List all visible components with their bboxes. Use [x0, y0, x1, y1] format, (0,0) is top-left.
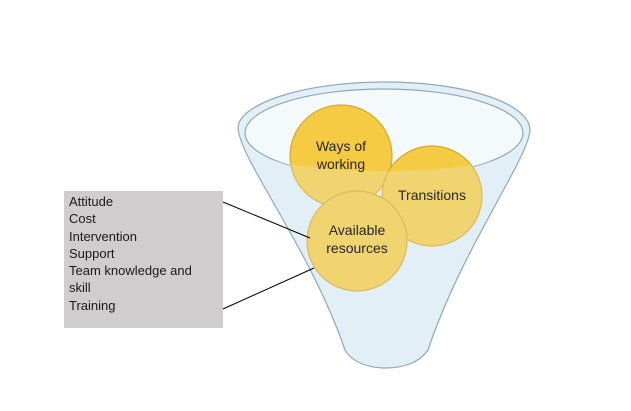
funnel-front-tint [246, 150, 522, 300]
factor-item: Support [69, 245, 115, 261]
ball-label: working [316, 156, 365, 172]
ball-available-resources [306, 190, 408, 292]
ball-label: Transitions [398, 187, 466, 203]
factor-item: skill [69, 280, 91, 296]
factors-box: Attitude Cost Intervention Support Team … [64, 191, 223, 328]
ball-label: resources [326, 240, 387, 256]
factor-item: Attitude [69, 194, 114, 209]
ball-label: Ways of [316, 138, 366, 154]
connector-line [222, 267, 315, 310]
factor-item: Intervention [69, 228, 137, 244]
factor-item: Team knowledge and [69, 263, 192, 279]
factor-item: Cost [69, 211, 96, 227]
connector-line [222, 201, 311, 239]
factor-item: Training [69, 297, 116, 313]
ball-label: Available [329, 222, 386, 238]
ball-transitions [381, 145, 483, 247]
